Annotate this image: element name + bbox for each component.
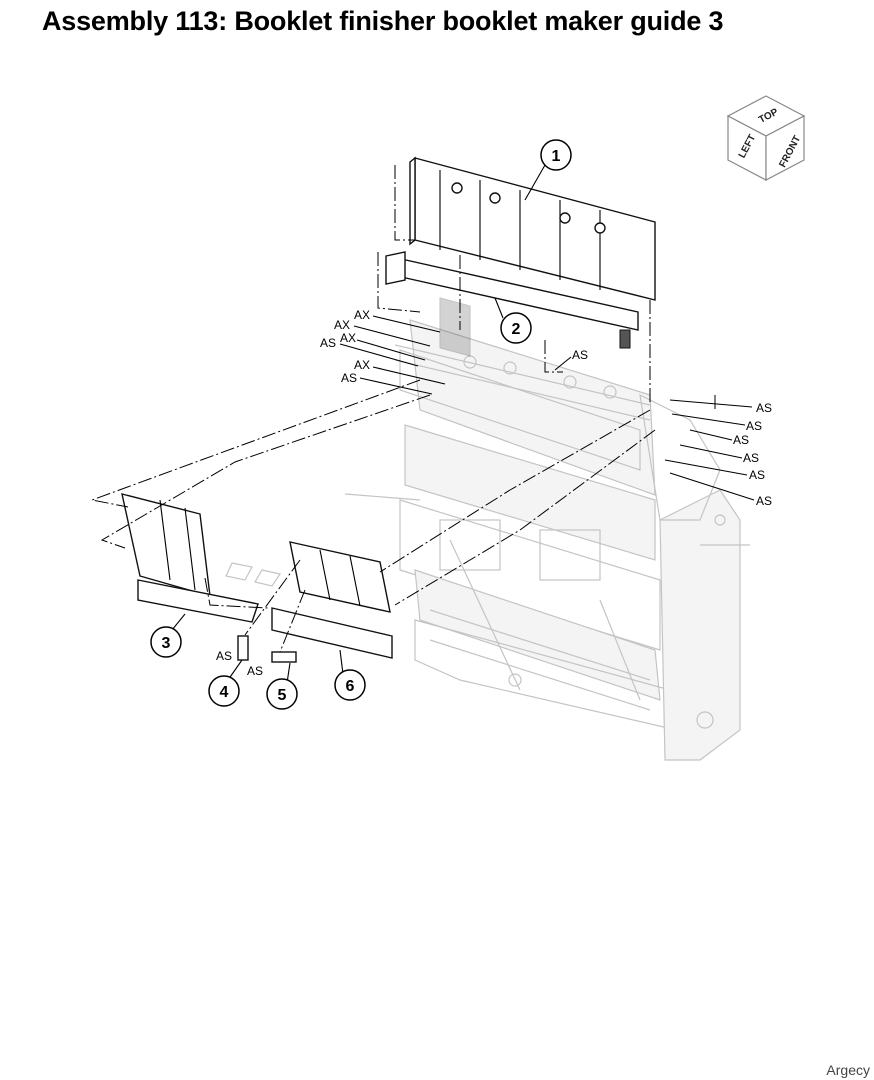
callout-1: 1: [552, 148, 561, 165]
label-ax-3: AX: [340, 331, 356, 345]
assembly-lines: [90, 165, 716, 653]
callout-circles: 1 2 3 4 5 6: [150, 139, 572, 710]
callout-2: 2: [512, 321, 521, 338]
orientation-cube: TOP LEFT FRONT: [726, 95, 806, 181]
part-6-guide-plate: [271, 541, 393, 659]
label-as-right-3: AS: [733, 433, 749, 447]
label-as-part-4: AS: [216, 649, 232, 663]
part-1-upper-guide: [409, 156, 656, 357]
callout-5: 5: [278, 687, 287, 704]
label-as-right-2: AS: [746, 419, 762, 433]
label-ax-2: AX: [334, 318, 350, 332]
ghost-frame: [344, 319, 750, 761]
part-3-guide-plate: [121, 493, 259, 623]
label-ax-1: AX: [354, 308, 370, 322]
label-as-right-5: AS: [749, 468, 765, 482]
callout-3: 3: [162, 635, 171, 652]
part-4-clip: [237, 635, 249, 661]
label-as-right-4: AS: [743, 451, 759, 465]
callout-6: 6: [346, 678, 355, 695]
watermark: Argecy: [826, 1062, 870, 1078]
label-as-left-2: AS: [341, 371, 357, 385]
label-ax-4: AX: [354, 358, 370, 372]
label-as-right-1: AS: [756, 401, 772, 415]
sheet-a: [225, 562, 253, 581]
screw-labels: AX AX AS AX AX AS AS AS AS AS AS AS AS A…: [216, 308, 772, 678]
sheet-b: [254, 569, 281, 587]
label-as-mid: AS: [572, 348, 588, 362]
label-as-part-5: AS: [247, 664, 263, 678]
callout-4: 4: [220, 684, 229, 701]
part-5-clip: [271, 651, 297, 663]
label-as-right-6: AS: [756, 494, 772, 508]
label-as-left-1: AS: [320, 336, 336, 350]
page-title: Assembly 113: Booklet finisher booklet m…: [42, 6, 724, 36]
part-2-guide-rail: [385, 251, 639, 349]
screw-leaders: [339, 315, 755, 501]
